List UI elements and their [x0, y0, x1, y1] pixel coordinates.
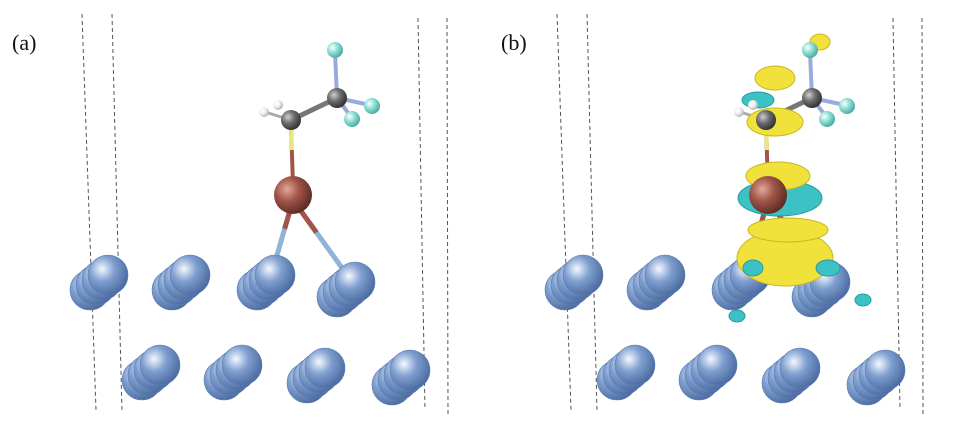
substrate-atom	[614, 344, 656, 386]
hydrogen-atom	[734, 107, 744, 117]
charge-depletion-lobe	[728, 309, 746, 323]
panel-label-b: (b)	[501, 30, 527, 55]
charge-accumulation-lobe	[747, 217, 829, 243]
substrate-atom	[779, 347, 821, 389]
carbon-atom	[281, 110, 301, 130]
metal-atom	[749, 176, 787, 214]
substrate-atom	[644, 254, 686, 296]
carbon-atom	[802, 88, 822, 108]
cell-boundary-line	[921, 17, 924, 415]
charge-accumulation-lobe	[754, 65, 796, 91]
hydrogen-atom	[259, 107, 269, 117]
cell-boundary-line	[556, 13, 572, 411]
substrate-atom	[696, 344, 738, 386]
substrate-atom	[139, 344, 181, 386]
substrate-atom	[87, 254, 129, 296]
fluorine-atom	[802, 42, 818, 58]
carbon-atom	[327, 88, 347, 108]
bond	[290, 198, 348, 274]
charge-depletion-lobe	[742, 259, 764, 277]
cell-boundary-line	[446, 17, 449, 415]
structure-diagram-a	[69, 13, 449, 415]
panel-b: (b)	[483, 0, 965, 434]
structure-diagram-b	[544, 13, 924, 415]
fluorine-atom	[839, 98, 855, 114]
charge-depletion-lobe	[741, 91, 775, 109]
fluorine-atom	[819, 111, 835, 127]
charge-depletion-lobe	[815, 259, 841, 277]
carbon-atom	[756, 110, 776, 130]
substrate-atom	[389, 349, 431, 391]
metal-atom	[274, 176, 312, 214]
cell-boundary-line	[81, 13, 97, 411]
fluorine-atom	[344, 111, 360, 127]
substrate-atom	[254, 254, 296, 296]
panel-label-a: (a)	[12, 30, 37, 55]
hydrogen-atom	[273, 100, 283, 110]
substrate-atom	[334, 261, 376, 303]
fluorine-atom	[364, 98, 380, 114]
fluorine-atom	[327, 42, 343, 58]
substrate-atom	[169, 254, 211, 296]
substrate-atom	[562, 254, 604, 296]
substrate-atom	[864, 349, 906, 391]
cell-boundary-line	[892, 17, 901, 411]
charge-depletion-lobe	[854, 293, 872, 307]
hydrogen-atom	[748, 100, 758, 110]
substrate-atom	[304, 347, 346, 389]
cell-boundary-line	[111, 13, 123, 413]
substrate-atom	[221, 344, 263, 386]
panel-a: (a)	[0, 0, 482, 434]
cell-boundary-line	[417, 17, 426, 411]
cell-boundary-line	[586, 13, 598, 413]
